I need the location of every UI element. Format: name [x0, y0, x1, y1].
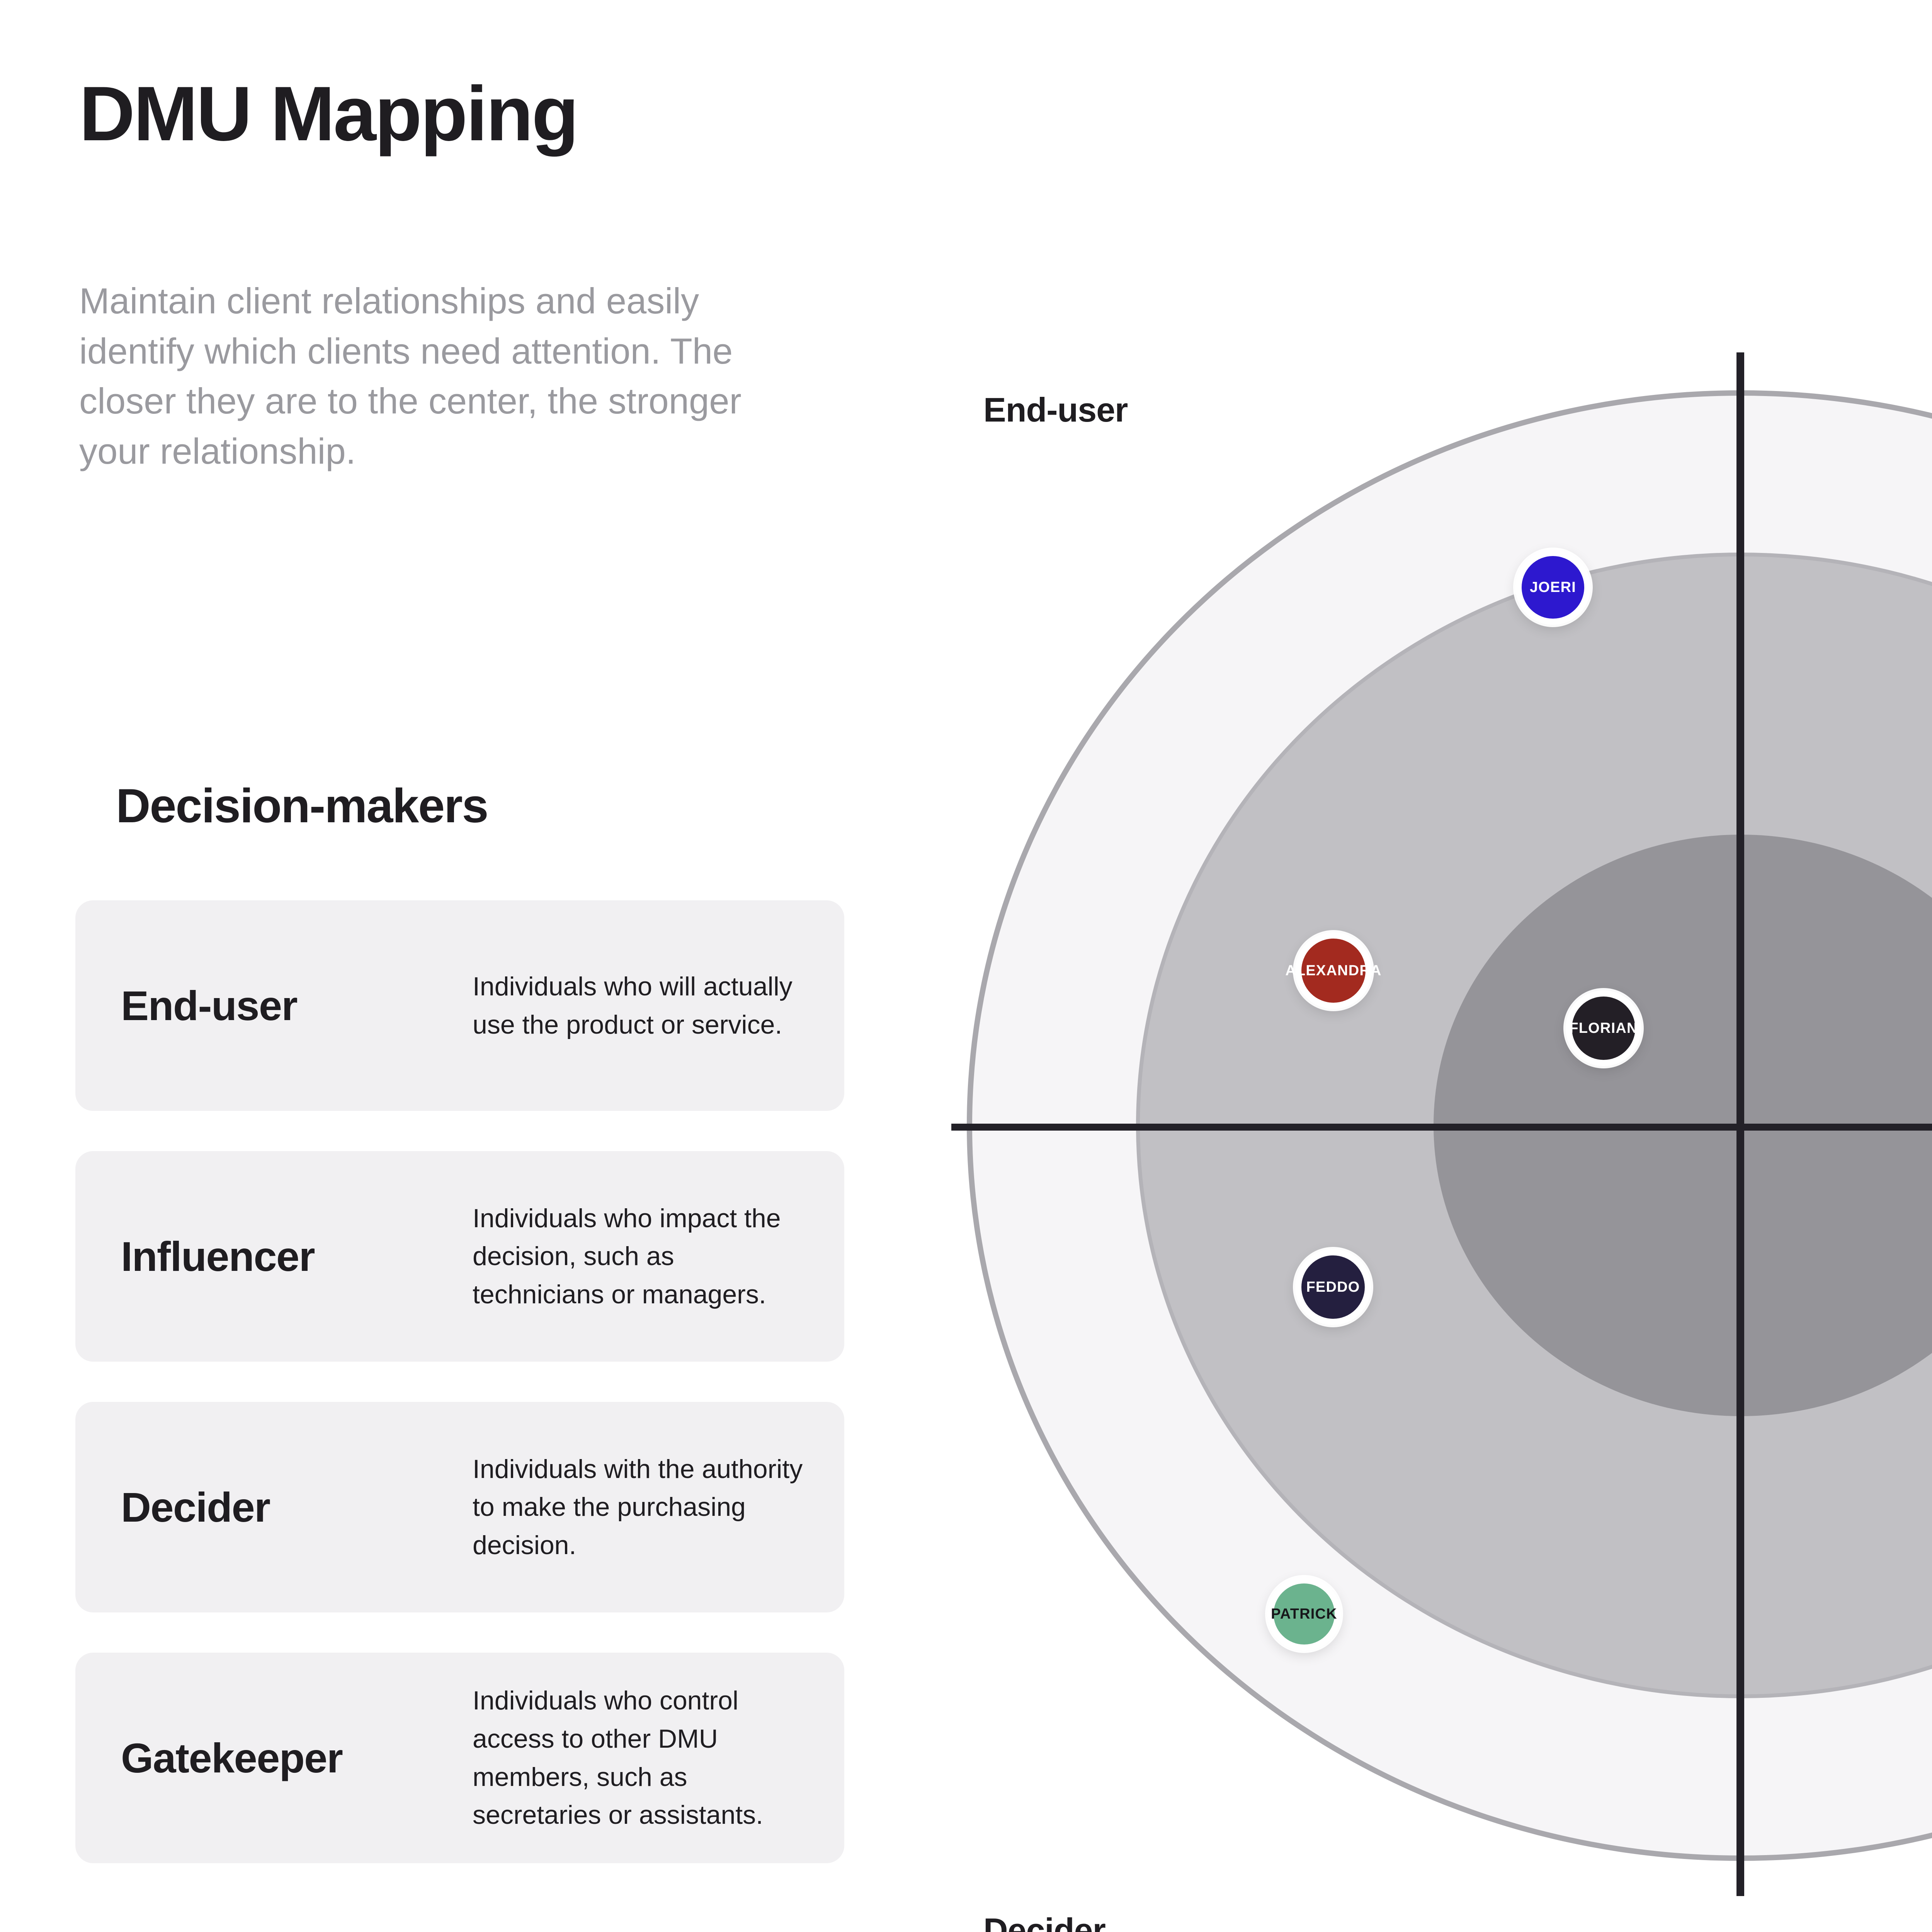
contact-bubble-label: FEDDO [1306, 1279, 1360, 1295]
quadrant-label-end-user: End-user [983, 391, 1128, 429]
page-title: DMU Mapping [79, 71, 579, 157]
decision-maker-card-description: Individuals with the authority to make t… [473, 1454, 803, 1560]
decision-makers-card-list: End-user Individuals who will actually us… [75, 900, 844, 1903]
decision-maker-card-title: Gatekeeper [121, 1735, 343, 1781]
decision-maker-card-title: Influencer [121, 1233, 315, 1280]
decision-maker-card-gatekeeper[interactable]: Gatekeeper Individuals who control access… [75, 1653, 844, 1863]
page-subtitle: Maintain client relationships and easily… [79, 281, 742, 472]
decision-maker-card-decider[interactable]: Decider Individuals with the authority to… [75, 1402, 844, 1612]
contact-bubble-label: ALEXANDRA [1285, 963, 1382, 979]
decision-maker-card-description: Individuals who control access to other … [473, 1686, 764, 1830]
decision-makers-heading: Decision-makers [116, 779, 488, 833]
decision-maker-card-title: End-user [121, 982, 298, 1029]
decision-maker-card-influencer[interactable]: Influencer Individuals who impact the dec… [75, 1151, 844, 1362]
left-info-panel: DMU Mapping Maintain client relationship… [0, 0, 889, 1932]
contact-bubble-label: FLORIAN [1569, 1020, 1638, 1036]
horizontal-axis-line [951, 1124, 1932, 1131]
decision-maker-card-description: Individuals who impact the decision, suc… [473, 1203, 781, 1309]
contact-bubble-label: PATRICK [1271, 1606, 1337, 1622]
contact-bubble-feddo-4[interactable]: FEDDO [1295, 1249, 1371, 1325]
decision-maker-card-description: Individuals who will actually use the pr… [473, 971, 793, 1039]
contact-bubble-patrick-7[interactable]: PATRICK [1267, 1577, 1341, 1651]
decision-maker-card-end-user[interactable]: End-user Individuals who will actually us… [75, 900, 844, 1111]
decision-maker-card-title: Decider [121, 1484, 270, 1531]
contact-bubble-label: JOERI [1529, 579, 1577, 595]
contact-bubble-joeri-0[interactable]: JOERI [1515, 550, 1590, 625]
contact-bubble-alexandra-2[interactable]: ALEXANDRA [1285, 932, 1381, 1009]
contact-bubble-florian-3[interactable]: FLORIAN [1566, 990, 1641, 1066]
quadrant-label-decider: Decider [983, 1911, 1106, 1932]
